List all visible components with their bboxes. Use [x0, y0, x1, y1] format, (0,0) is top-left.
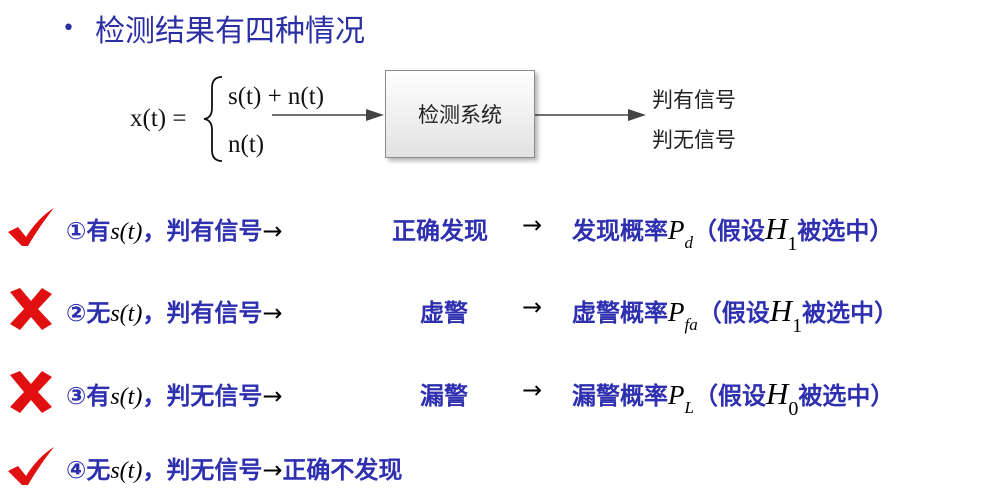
row-4: ④无s(t)，判无信号→正确不发现 — [0, 441, 993, 491]
row-2-signal: s(t) — [110, 301, 143, 327]
row-2-P: P — [668, 297, 685, 327]
row-3-judgment: 判无信号 — [166, 382, 263, 410]
row-1-number: ① — [66, 217, 87, 245]
row-2-number: ② — [66, 299, 87, 327]
row-3-hypothesis-subscript: 0 — [788, 398, 799, 420]
bullet-icon: • — [62, 15, 75, 41]
row-3-P: P — [668, 380, 685, 410]
cross-icon — [10, 288, 52, 330]
row-4-result: 正确不发现 — [282, 456, 403, 484]
row-1-judgment: 判有信号 — [166, 217, 263, 245]
arrow-icon: → — [262, 456, 283, 484]
diagram-lines: x(t) = s(t) + n(t) n(t) — [130, 76, 646, 162]
row-3-result: 漏警 — [420, 382, 468, 410]
row-2-hypothesis: H — [769, 293, 793, 328]
slide-title: • 检测结果有四种情况 — [62, 6, 365, 50]
box-label: 检测系统 — [418, 103, 502, 127]
row-4-signal: s(t) — [110, 458, 143, 484]
output-arrowhead-icon — [628, 109, 646, 121]
row-3-signal: s(t) — [110, 384, 143, 410]
row-3-condition: 有 — [86, 382, 111, 410]
row-1-P: P — [668, 215, 685, 245]
brace-icon — [203, 76, 223, 162]
row-4-judgment: 判无信号 — [166, 456, 263, 484]
checkmark-icon — [8, 208, 54, 246]
row-3-number: ③ — [66, 382, 87, 410]
row-1-result: 正确发现 — [392, 217, 488, 245]
checkmark-icon — [8, 447, 54, 485]
row-3-hypothesis: H — [765, 376, 789, 411]
row-2: ②无s(t)，判有信号→ 虚警 → 虚警概率Pfa（假设H1被选中） — [0, 284, 993, 337]
row-3-P-subscript: L — [684, 398, 694, 417]
row-3-probability: 漏警概率 — [572, 382, 668, 410]
row-2-condition: 无 — [86, 299, 111, 327]
row-2-probability: 虚警概率 — [572, 299, 668, 327]
row-1-hypothesis: H — [765, 211, 788, 246]
arrow-icon: → — [262, 299, 283, 327]
case-top: s(t) + n(t) — [228, 83, 324, 110]
row-2-P-subscript: fa — [684, 315, 698, 334]
row-4-number: ④ — [66, 456, 87, 484]
row-2-judgment: 判有信号 — [166, 299, 263, 327]
output-negative: 判无信号 — [652, 128, 736, 152]
cross-icon — [10, 371, 52, 413]
output-positive: 判有信号 — [652, 88, 736, 112]
detection-diagram: x(t) = s(t) + n(t) n(t) 检测系统 判有信号 判无信号 — [0, 62, 993, 172]
arrow-icon: → — [522, 293, 543, 321]
row-2-result: 虚警 — [420, 299, 468, 327]
row-1-hypothesis-subscript: 1 — [787, 233, 798, 255]
row-2-hypothesis-subscript: 1 — [792, 315, 803, 337]
title-text: 检测结果有四种情况 — [94, 14, 365, 49]
row-4-condition: 无 — [86, 456, 111, 484]
lhs-formula: x(t) = — [130, 105, 186, 132]
row-1: ①有s(t)，判有信号→ 正确发现 → 发现概率Pd（假设H1被选中） — [0, 202, 993, 255]
arrow-icon: → — [262, 217, 283, 245]
detection-system-box: 检测系统 — [385, 70, 535, 158]
arrow-icon: → — [522, 376, 543, 404]
case-bottom: n(t) — [228, 131, 264, 158]
row-1-condition: 有 — [86, 217, 111, 245]
arrow-icon: → — [522, 211, 543, 239]
input-arrowhead-icon — [366, 109, 384, 121]
row-3: ③有s(t)，判无信号→ 漏警 → 漏警概率PL（假设H0被选中） — [0, 367, 993, 420]
row-1-signal: s(t) — [110, 219, 143, 245]
row-1-P-subscript: d — [684, 233, 694, 252]
row-1-probability: 发现概率 — [572, 217, 668, 245]
arrow-icon: → — [262, 382, 283, 410]
